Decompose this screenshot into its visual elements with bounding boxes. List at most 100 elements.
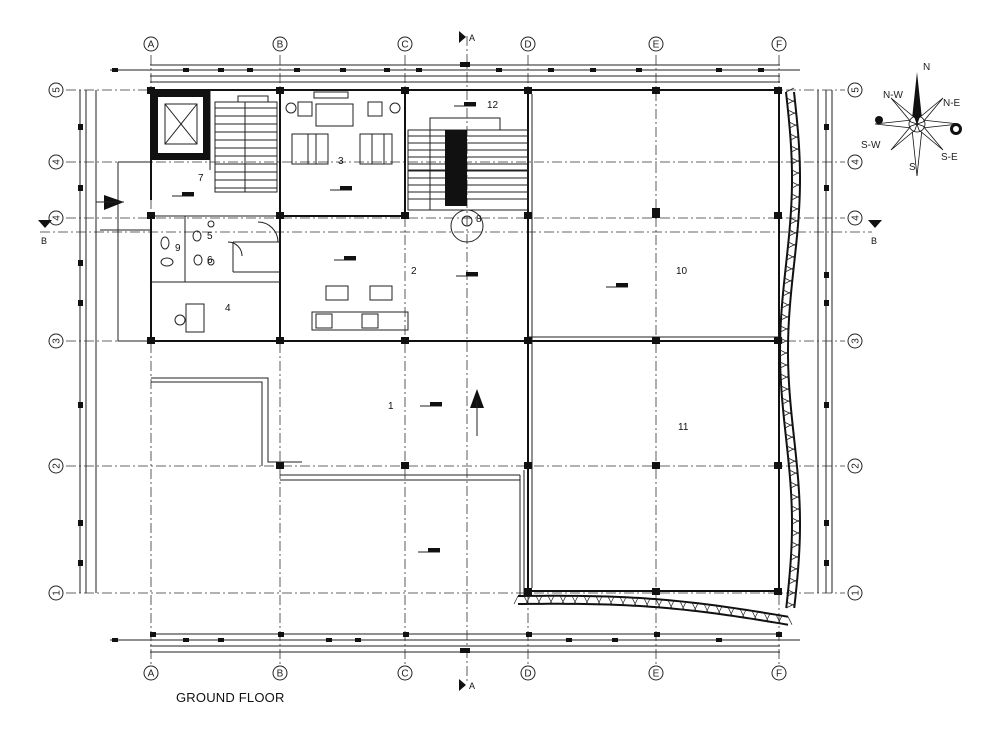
grid-bubble-e: E [648,36,664,52]
facade-hatch [787,447,796,453]
facade-hatch [787,253,796,259]
facade-hatch [585,595,591,605]
facade-hatch [789,123,798,129]
facade-hatch [573,595,579,605]
facade-hatch [789,567,799,573]
facade-hatch [621,597,627,606]
grid-bubble-label: E [653,40,660,51]
building-walls [100,89,780,595]
facade-hatch [791,193,800,199]
facade-hatch [549,595,555,604]
drawing-title: GROUND FLOOR [176,690,285,705]
facade-hatch [717,606,723,615]
facade-hatch [561,595,567,604]
facade-hatch [791,519,801,525]
facade-hatch [787,591,796,597]
facade-hatch [789,469,798,475]
facade-hatch [791,147,800,153]
room-label: 5 [207,231,213,242]
facade-hatch [789,219,799,225]
level-marker-icon [420,402,442,407]
facade-hatch [791,541,800,547]
grid-bubble-label: 1 [52,590,63,596]
facade-hatch [781,397,791,403]
facade-hatch [791,181,801,187]
facade-hatch [785,87,795,93]
facade-hatch [781,387,790,393]
compass-rose-icon: N N-W N-E S-W S-E S [861,62,962,177]
grid-bubble-1: 1 [48,585,64,601]
grid-bubble-f: F [771,36,787,52]
facade-hatch [788,589,797,595]
grid-bubble-label: 2 [851,463,862,469]
grid-bubble-label: 1 [851,590,862,596]
facade-hatch [783,411,792,417]
facade-hatch [791,159,800,165]
grid-bubble-label: D [524,40,531,51]
level-marker-icon [606,283,628,288]
facade-hatch [607,596,613,605]
facade-hatch [655,599,661,608]
facade-hatch [780,327,789,333]
facade-hatch [790,483,799,489]
facade-edge [787,91,802,609]
facade-hatch [790,555,799,561]
facade-hatch [788,231,798,237]
facade-hatch [779,361,789,367]
grid-bubble-label: 3 [851,338,862,344]
level-marker-icon [418,548,440,553]
grid-bubble-label: E [653,669,660,680]
facade-hatch [609,596,615,605]
facade-hatch [791,157,800,163]
right-dimension-strip [817,90,833,593]
facade-hatch [791,169,801,175]
facade-hatch [597,596,603,605]
facade-hatch [583,595,589,605]
lift-shaft [151,90,210,160]
facade-hatch [780,363,789,369]
facade-hatch [525,595,531,605]
facade-hatch [790,481,799,487]
compass-label-nw: N-W [883,90,904,101]
room-label: 3 [338,156,344,167]
grid-bubble-5: 5 [847,82,863,98]
facade-hatch [783,279,793,285]
grid-bubble-b: B [272,665,288,681]
facade-edge [517,602,789,626]
grid-bubble-4: 4 [48,210,64,226]
facade-hatch [786,435,795,441]
facade-hatch [780,315,790,321]
facade-hatch [657,599,663,608]
facade-hatch [791,205,800,211]
facade-hatch [559,595,565,604]
facade-hatch [788,579,797,585]
grid-bubble-label: A [148,40,155,51]
curved-facade [513,87,802,626]
office-furniture [237,91,401,165]
washroom-fixtures [160,209,484,326]
grid-bubble-label: 2 [52,463,63,469]
facade-hatch [786,601,796,607]
facade-hatch [789,133,799,139]
grid-bubble-label: D [524,669,531,680]
reception-sofa [185,285,409,333]
facade-hatch [571,595,577,605]
grid-bubble-label: 4 [52,159,63,165]
facade-hatch [780,375,789,381]
facade-hatch [780,373,789,379]
staircase-left [214,101,278,193]
top-dimension-strip [110,62,800,83]
facade-hatch [789,471,799,477]
level-markers [172,102,628,553]
grid-bubble-label: F [776,40,782,51]
facade-hatch [645,598,651,607]
facade-hatch [547,595,553,604]
facade-edge [779,91,794,609]
facade-hatch [790,135,799,141]
level-marker-icon [330,186,352,191]
facade-hatch [782,399,791,405]
facade-hatch [790,217,799,223]
staircase-right [407,117,529,211]
